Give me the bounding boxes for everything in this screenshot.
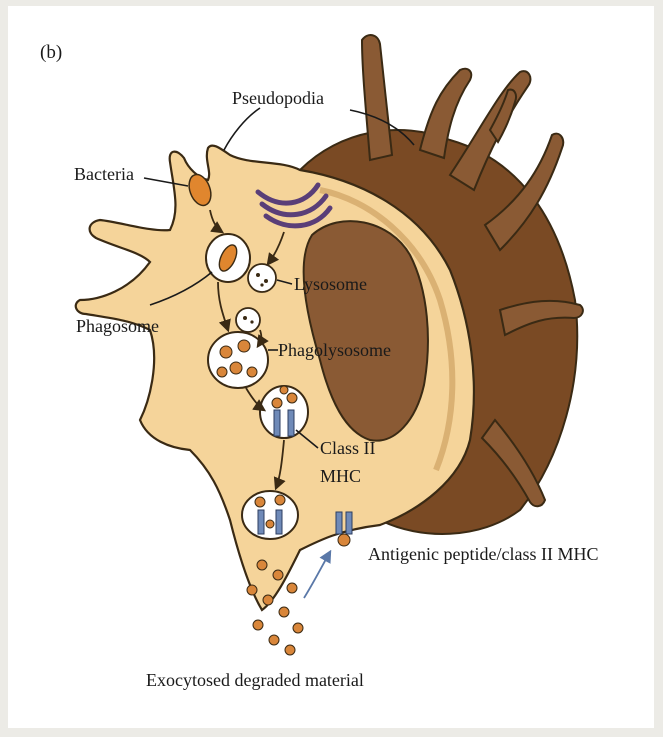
exocytosis-vesicle: [242, 491, 298, 539]
label-pseudopodia: Pseudopodia: [232, 88, 324, 108]
label-exocytosed: Exocytosed degraded material: [146, 670, 364, 690]
panel-label: (b): [40, 42, 62, 63]
surface-arrow: [304, 552, 330, 598]
mhc-vesicle: [260, 386, 308, 438]
label-bacteria: Bacteria: [74, 164, 134, 184]
label-class-ii: Class II: [320, 438, 376, 458]
label-mhc: MHC: [320, 466, 361, 486]
label-antigenic-peptide: Antigenic peptide/class II MHC: [368, 544, 598, 564]
phagocytosis-diagram: (b) Pseudopodia Bacteria Lysosome Phagos…: [8, 6, 654, 728]
figure-frame: (b) Pseudopodia Bacteria Lysosome Phagos…: [8, 6, 654, 728]
label-lysosome: Lysosome: [294, 274, 367, 294]
phagosome: [206, 234, 250, 282]
label-phagolysosome: Phagolysosome: [278, 340, 391, 360]
label-phagosome: Phagosome: [76, 316, 159, 336]
pseudopodia-pointer: [224, 108, 260, 150]
phagolysosome: [208, 332, 268, 388]
